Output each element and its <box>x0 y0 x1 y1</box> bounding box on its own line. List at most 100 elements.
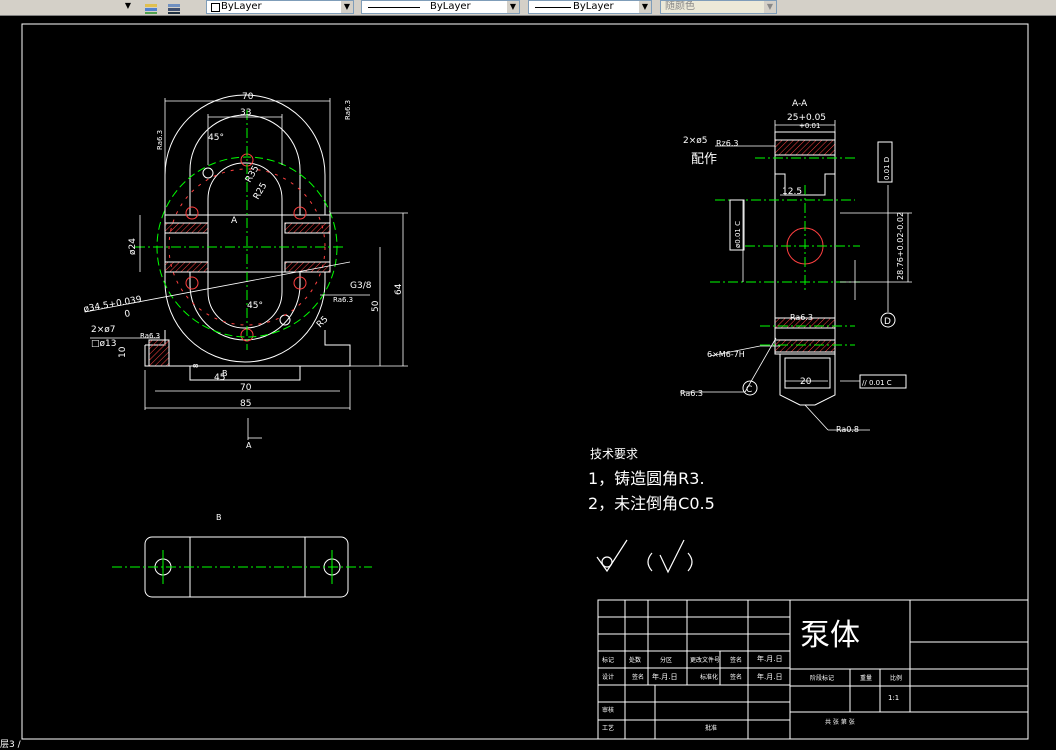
svg-text:1，铸造圆角R3.: 1，铸造圆角R3. <box>588 469 705 488</box>
front-view-centerlines <box>135 110 345 350</box>
color-dropdown[interactable]: ByLayer ▼ <box>206 0 354 14</box>
lineweight-dropdown-value: ByLayer <box>573 1 614 12</box>
section-text: A-A 25+0.05 +0.01 2×ø5 Rz6.3 配作 12.5 ø0.… <box>680 99 905 434</box>
linetype-dropdown[interactable]: ByLayer ▼ <box>361 0 520 14</box>
plotstyle-dropdown[interactable]: 随颜色 ▼ <box>660 0 777 14</box>
svg-text:ø34.5+0.039: ø34.5+0.039 <box>83 295 143 315</box>
properties-toolbar: ▼ ByLayer ▼ ByLayer ▼ ByLayer ▼ 随颜色 ▼ <box>0 0 1056 16</box>
svg-text:ø24: ø24 <box>128 238 138 255</box>
title-block <box>597 599 1029 740</box>
layer-states-icon[interactable] <box>143 0 161 14</box>
svg-text:标记: 标记 <box>602 656 614 664</box>
svg-text:签名: 签名 <box>730 673 742 681</box>
svg-text:45: 45 <box>214 373 225 383</box>
title-block-text: 泵体 标记 处数 分区 更改文件号 签名 年.月.日 设计 签名 年.月.日 标… <box>602 618 902 732</box>
plotstyle-dropdown-value: 随颜色 <box>665 1 695 12</box>
chevron-down-icon: ▼ <box>507 1 519 13</box>
svg-text:比例: 比例 <box>890 674 902 682</box>
svg-text:C: C <box>746 385 752 395</box>
svg-text:□ø13: □ø13 <box>91 339 116 349</box>
svg-text:共 张 第 张: 共 张 第 张 <box>825 718 855 726</box>
svg-text:0: 0 <box>124 309 132 320</box>
svg-text:0.01 D: 0.01 D <box>883 157 891 180</box>
svg-text:Ra0.8: Ra0.8 <box>836 425 859 434</box>
svg-text:技术要求: 技术要求 <box>590 447 638 461</box>
svg-text:D: D <box>884 317 891 327</box>
lineweight-preview <box>535 7 571 8</box>
drawing-canvas[interactable]: 70 33 45° R35 R25 A ø24 ø34.5+0.039 0 2×… <box>0 16 1056 747</box>
section-dimension-lines <box>680 120 912 431</box>
command-line[interactable]: 层3 / <box>0 740 21 750</box>
svg-text:阶段标记: 阶段标记 <box>810 674 834 682</box>
svg-text:// 0.01 C: // 0.01 C <box>862 379 892 387</box>
svg-text:Ra6.3: Ra6.3 <box>333 296 353 304</box>
svg-text:70: 70 <box>242 92 254 102</box>
svg-text:A-A: A-A <box>792 99 808 109</box>
svg-text:2×ø7: 2×ø7 <box>91 325 116 335</box>
view-b: B <box>112 513 372 598</box>
chevron-down-icon: ▼ <box>341 1 353 13</box>
svg-text:分区: 分区 <box>660 656 672 664</box>
svg-text:25+0.05: 25+0.05 <box>787 113 826 123</box>
svg-text:ø0.01 C: ø0.01 C <box>734 221 742 248</box>
layer-previous-icon[interactable] <box>165 0 183 14</box>
svg-text:2×ø5: 2×ø5 <box>683 136 708 146</box>
svg-text:A: A <box>246 441 252 450</box>
svg-text:10: 10 <box>118 346 128 358</box>
technical-requirements: 技术要求 1，铸造圆角R3. 2，未注倒角C0.5 <box>588 447 715 513</box>
svg-text:64: 64 <box>394 283 404 295</box>
svg-text:年.月.日: 年.月.日 <box>757 654 782 663</box>
svg-text:工艺: 工艺 <box>602 724 614 732</box>
svg-text:45°: 45° <box>208 133 224 143</box>
svg-text:审核: 审核 <box>602 706 614 714</box>
svg-text:1:1: 1:1 <box>888 694 899 702</box>
color-swatch-icon <box>211 3 220 12</box>
svg-text:Ra6.3: Ra6.3 <box>344 100 352 120</box>
svg-text:年.月.日: 年.月.日 <box>652 672 677 681</box>
front-view-dimension-lines <box>84 98 408 440</box>
svg-text:2，未注倒角C0.5: 2，未注倒角C0.5 <box>588 494 715 513</box>
svg-text:Rz6.3: Rz6.3 <box>716 139 738 148</box>
svg-text:设计: 设计 <box>602 673 614 681</box>
svg-text:G3/8: G3/8 <box>350 281 372 291</box>
svg-text:批准: 批准 <box>705 724 717 732</box>
front-view <box>144 94 351 381</box>
svg-text:R25: R25 <box>252 181 270 201</box>
svg-text:28.76+0.02-0.02: 28.76+0.02-0.02 <box>896 212 905 280</box>
svg-text:Ra6.3: Ra6.3 <box>140 332 160 340</box>
surface-finish-symbol <box>596 539 693 574</box>
svg-text:Ra6.3: Ra6.3 <box>680 389 703 398</box>
svg-text:+0.01: +0.01 <box>799 122 820 130</box>
svg-text:6×M6-7H: 6×M6-7H <box>707 350 745 359</box>
svg-text:签名: 签名 <box>730 656 742 664</box>
svg-text:Ra6.3: Ra6.3 <box>156 130 164 150</box>
lineweight-dropdown[interactable]: ByLayer ▼ <box>528 0 652 14</box>
svg-text:泵体: 泵体 <box>800 618 860 653</box>
svg-text:8: 8 <box>192 364 200 368</box>
svg-text:33: 33 <box>240 108 251 118</box>
svg-text:标准化: 标准化 <box>700 673 718 681</box>
section-view <box>774 131 836 406</box>
front-view-dimension-text: 70 33 45° R35 R25 A ø24 ø34.5+0.039 0 2×… <box>83 92 404 450</box>
svg-text:85: 85 <box>240 399 251 409</box>
svg-text:45°: 45° <box>247 301 263 311</box>
svg-text:处数: 处数 <box>629 656 641 664</box>
layer-dropdown-tail[interactable]: ▼ <box>124 1 132 10</box>
svg-text:更改文件号: 更改文件号 <box>690 656 720 664</box>
svg-text:签名: 签名 <box>632 673 644 681</box>
chevron-down-icon: ▼ <box>764 1 776 13</box>
svg-text:配作: 配作 <box>691 152 717 167</box>
section-symbols <box>729 141 907 396</box>
svg-text:B: B <box>222 369 228 378</box>
svg-text:50: 50 <box>371 300 381 312</box>
svg-text:70: 70 <box>240 383 252 393</box>
linetype-preview <box>368 7 420 8</box>
svg-text:B: B <box>216 513 222 522</box>
color-dropdown-value: ByLayer <box>221 1 262 12</box>
drawing-frame <box>21 23 1029 740</box>
svg-text:重量: 重量 <box>860 674 872 682</box>
svg-text:Ra6.3: Ra6.3 <box>790 313 813 322</box>
svg-text:12.5: 12.5 <box>782 187 802 197</box>
svg-text:A: A <box>231 216 238 226</box>
svg-text:年.月.日: 年.月.日 <box>757 672 782 681</box>
